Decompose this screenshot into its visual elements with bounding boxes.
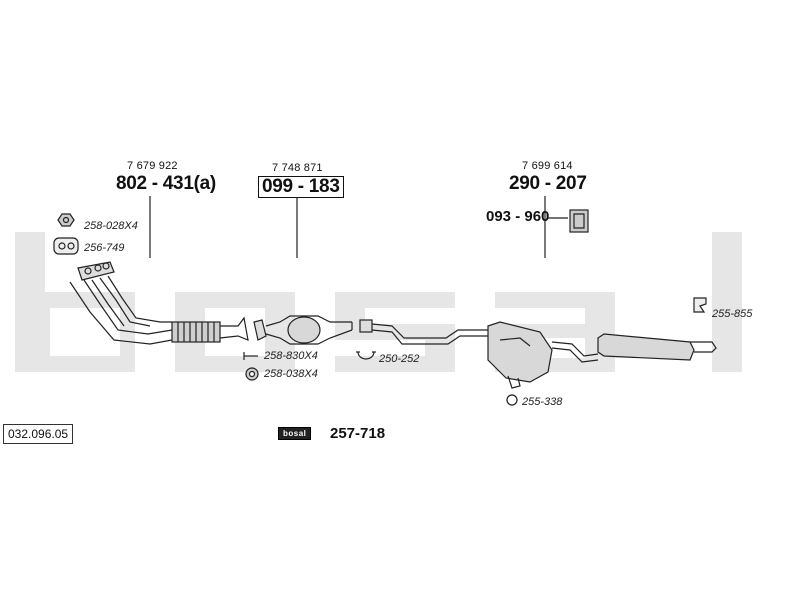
front-pipe-part[interactable] [69, 261, 249, 345]
catalog-reference: 032.096.05 [3, 424, 74, 444]
bosal-kit-badge: bosal [278, 427, 312, 440]
nut-icon [57, 213, 75, 227]
bolt-label[interactable]: 258-830X4 [264, 350, 318, 362]
front-oe-number: 7 679 922 [127, 160, 178, 172]
front-part-number[interactable]: 802 - 431(a) [116, 173, 216, 194]
bracket-icon [569, 209, 589, 233]
catalyst-oe-number: 7 748 871 [272, 162, 323, 174]
gasket-icon [53, 237, 79, 255]
rear-oe-number: 7 699 614 [522, 160, 573, 172]
nut-label[interactable]: 258-028X4 [84, 220, 138, 232]
hanger-icon [693, 297, 707, 313]
hanger-label[interactable]: 255-855 [712, 308, 753, 320]
rubber-ring-icon [506, 394, 518, 406]
catalyst-part[interactable] [253, 315, 353, 345]
rear-section-part[interactable] [359, 319, 717, 389]
catalyst-part-number[interactable]: 099 - 183 [258, 176, 344, 198]
kit-part-number[interactable]: 257-718 [330, 425, 386, 442]
rear-part-number[interactable]: 290 - 207 [509, 173, 587, 194]
rubber-ring-label[interactable]: 255-338 [522, 396, 563, 408]
rear-sub-part-number[interactable]: 093 - 960 [486, 208, 550, 225]
clamp-icon [357, 351, 375, 360]
washer-label[interactable]: 258-038X4 [264, 368, 318, 380]
clamp-label[interactable]: 250-252 [379, 353, 420, 365]
gasket-label[interactable]: 256-749 [84, 242, 125, 254]
